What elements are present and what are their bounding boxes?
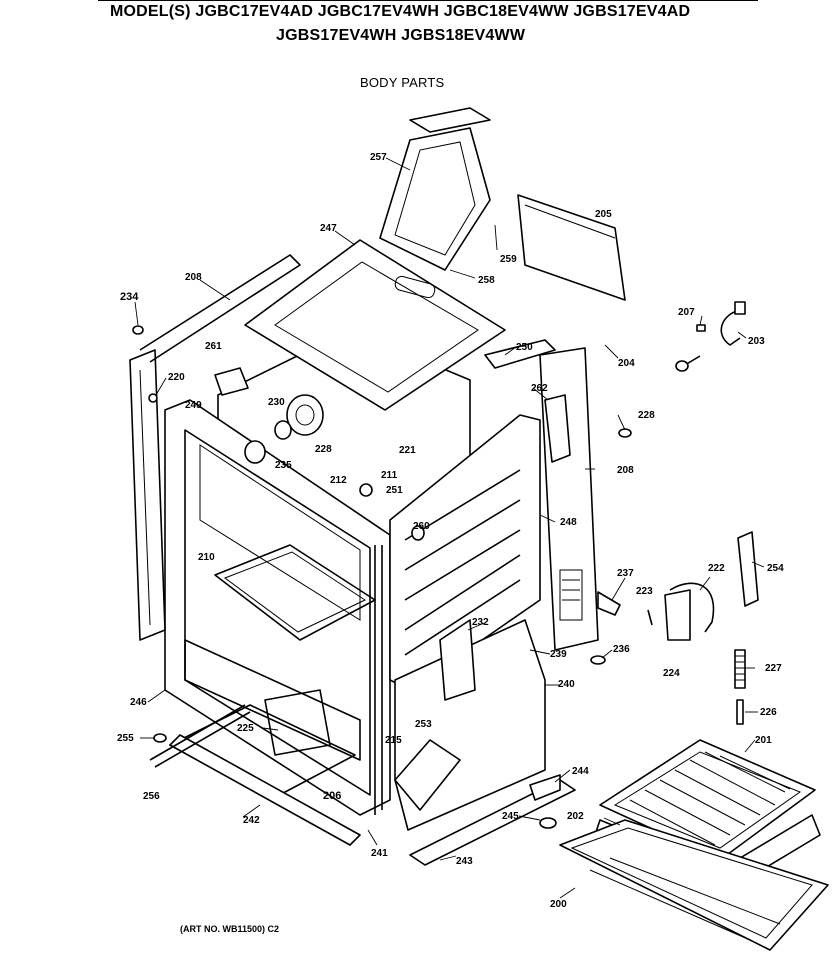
- model-list-line-2: JGBS17EV4WH JGBS18EV4WW: [276, 27, 526, 44]
- callout-202: 202: [567, 811, 584, 822]
- callout-254: 254: [767, 563, 784, 574]
- controls-left: [132, 325, 425, 541]
- callout-234: 234: [120, 291, 139, 303]
- section-title: BODY PARTS: [360, 75, 445, 90]
- callout-labels: 257 205 247 259 208 258 234 207 203 250 …: [117, 152, 784, 910]
- callout-232: 232: [472, 617, 489, 628]
- callout-260: 260: [413, 521, 430, 532]
- callout-251: 251: [386, 485, 403, 496]
- right-side-panel: [539, 347, 599, 651]
- callout-230: 230: [268, 397, 285, 408]
- callout-225: 225: [237, 723, 254, 734]
- leader-lines: [134, 157, 765, 899]
- callout-241: 241: [371, 848, 388, 859]
- callout-244: 244: [572, 766, 589, 777]
- callout-246: 246: [130, 697, 147, 708]
- lower-front-parts: [149, 619, 576, 866]
- callout-220: 220: [168, 372, 185, 383]
- header-rule: [98, 0, 758, 1]
- callout-210: 210: [198, 552, 215, 563]
- callout-235: 235: [275, 460, 292, 471]
- callout-212: 212: [330, 475, 347, 486]
- callout-207: 207: [678, 307, 695, 318]
- callout-240: 240: [558, 679, 575, 690]
- callout-248: 248: [560, 517, 577, 528]
- callout-208-right: 208: [617, 465, 634, 476]
- callout-258: 258: [478, 275, 495, 286]
- callout-257: 257: [370, 152, 387, 163]
- callout-211: 211: [381, 470, 398, 481]
- callout-201: 201: [755, 735, 772, 746]
- callout-228-small: 228: [315, 444, 332, 455]
- callout-221: 221: [399, 445, 416, 456]
- callout-253: 253: [415, 719, 432, 730]
- callout-200: 200: [550, 899, 567, 910]
- callout-243: 243: [456, 856, 473, 867]
- callout-261: 261: [205, 341, 222, 352]
- callout-262: 262: [531, 383, 548, 394]
- small-parts-right: [590, 301, 759, 725]
- model-list-line-1: MODEL(S) JGBC17EV4AD JGBC17EV4WH JGBC18E…: [110, 3, 691, 20]
- cabinet-body: [129, 329, 541, 816]
- callout-228: 228: [638, 410, 655, 421]
- callout-204: 204: [618, 358, 635, 369]
- callout-250: 250: [516, 342, 533, 353]
- callout-222: 222: [708, 563, 725, 574]
- callout-226: 226: [760, 707, 777, 718]
- callout-206: 206: [323, 790, 341, 802]
- callout-215: 215: [385, 735, 402, 746]
- vent-trim: [517, 194, 626, 301]
- callout-245: 245: [502, 811, 519, 822]
- art-number: (ART NO. WB11500) C2: [180, 924, 280, 934]
- callout-247: 247: [320, 223, 337, 234]
- callout-236: 236: [613, 644, 630, 655]
- callout-203: 203: [748, 336, 765, 347]
- callout-205: 205: [595, 209, 612, 220]
- callout-256: 256: [143, 791, 160, 802]
- callout-242: 242: [243, 815, 260, 826]
- callout-227: 227: [765, 663, 782, 674]
- callout-224: 224: [663, 668, 680, 679]
- cooktop-assembly: [139, 107, 556, 411]
- callout-223: 223: [636, 586, 653, 597]
- callout-259: 259: [500, 254, 517, 265]
- broiler-pan-and-drawer: [559, 739, 829, 951]
- callout-208-top: 208: [185, 272, 202, 283]
- callout-255: 255: [117, 733, 134, 744]
- callout-237: 237: [617, 568, 634, 579]
- callout-239: 239: [550, 649, 567, 660]
- callout-249: 249: [185, 400, 202, 411]
